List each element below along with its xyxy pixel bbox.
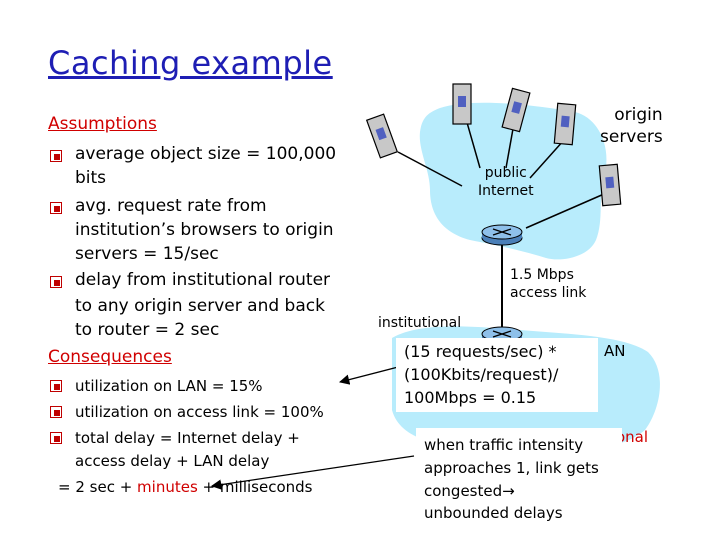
callout-congestion-line-2: approaches 1, link gets: [424, 459, 599, 477]
lan-label-partial: AN: [604, 342, 625, 360]
server-icon: [554, 103, 575, 144]
callout-lan-line-2: (100Kbits/request)/: [404, 365, 558, 384]
institutional-label: institutional: [378, 314, 461, 332]
congestion-callout: when traffic intensity approaches 1, lin…: [416, 428, 622, 526]
callout-congestion-line-4: unbounded delays: [424, 504, 563, 522]
server-icon: [367, 114, 398, 158]
server-icon: [599, 164, 620, 205]
congestion-arrow: [212, 456, 414, 486]
public-internet-label: public Internet: [478, 164, 534, 200]
callout-congestion-line-3: congested→: [424, 482, 515, 500]
router-icon: [482, 225, 522, 245]
lan-utilization-callout: (15 requests/sec) * (100Kbits/request)/ …: [396, 338, 598, 412]
origin-servers-label: origin servers: [600, 104, 663, 148]
callout-lan-line-3: 100Mbps = 0.15: [404, 388, 536, 407]
right-arrow-icon: →: [502, 482, 515, 500]
server-icon: [453, 84, 471, 124]
callout-congestion-line-1: when traffic intensity: [424, 436, 583, 454]
congested-text: congested: [424, 482, 502, 500]
callout-lan-line-1: (15 requests/sec) *: [404, 342, 557, 361]
access-link-label: 1.5 Mbps access link: [510, 266, 586, 302]
